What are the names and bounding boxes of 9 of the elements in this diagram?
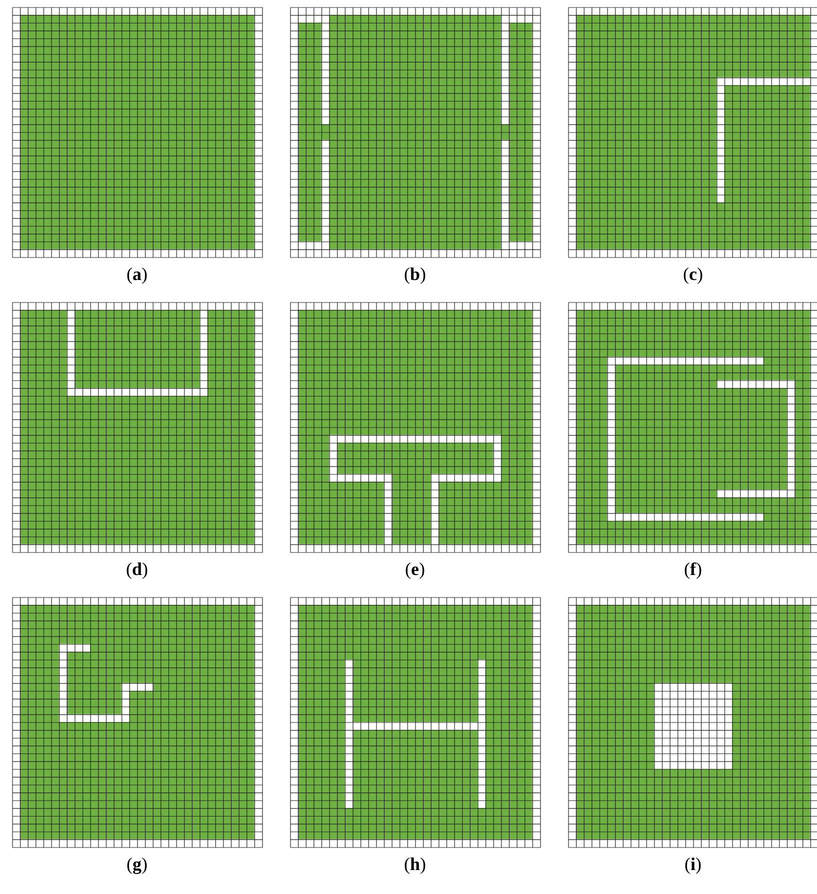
panel-label: (b) bbox=[404, 264, 426, 285]
panel-label: (f) bbox=[684, 559, 702, 580]
panel-label: (g) bbox=[126, 854, 148, 875]
panel-label: (h) bbox=[404, 854, 426, 875]
panel-label: (a) bbox=[126, 264, 148, 285]
panel-label: (d) bbox=[126, 559, 148, 580]
panel-label: (e) bbox=[405, 559, 425, 580]
panel-label: (c) bbox=[683, 264, 703, 285]
panel-label: (i) bbox=[684, 854, 702, 875]
